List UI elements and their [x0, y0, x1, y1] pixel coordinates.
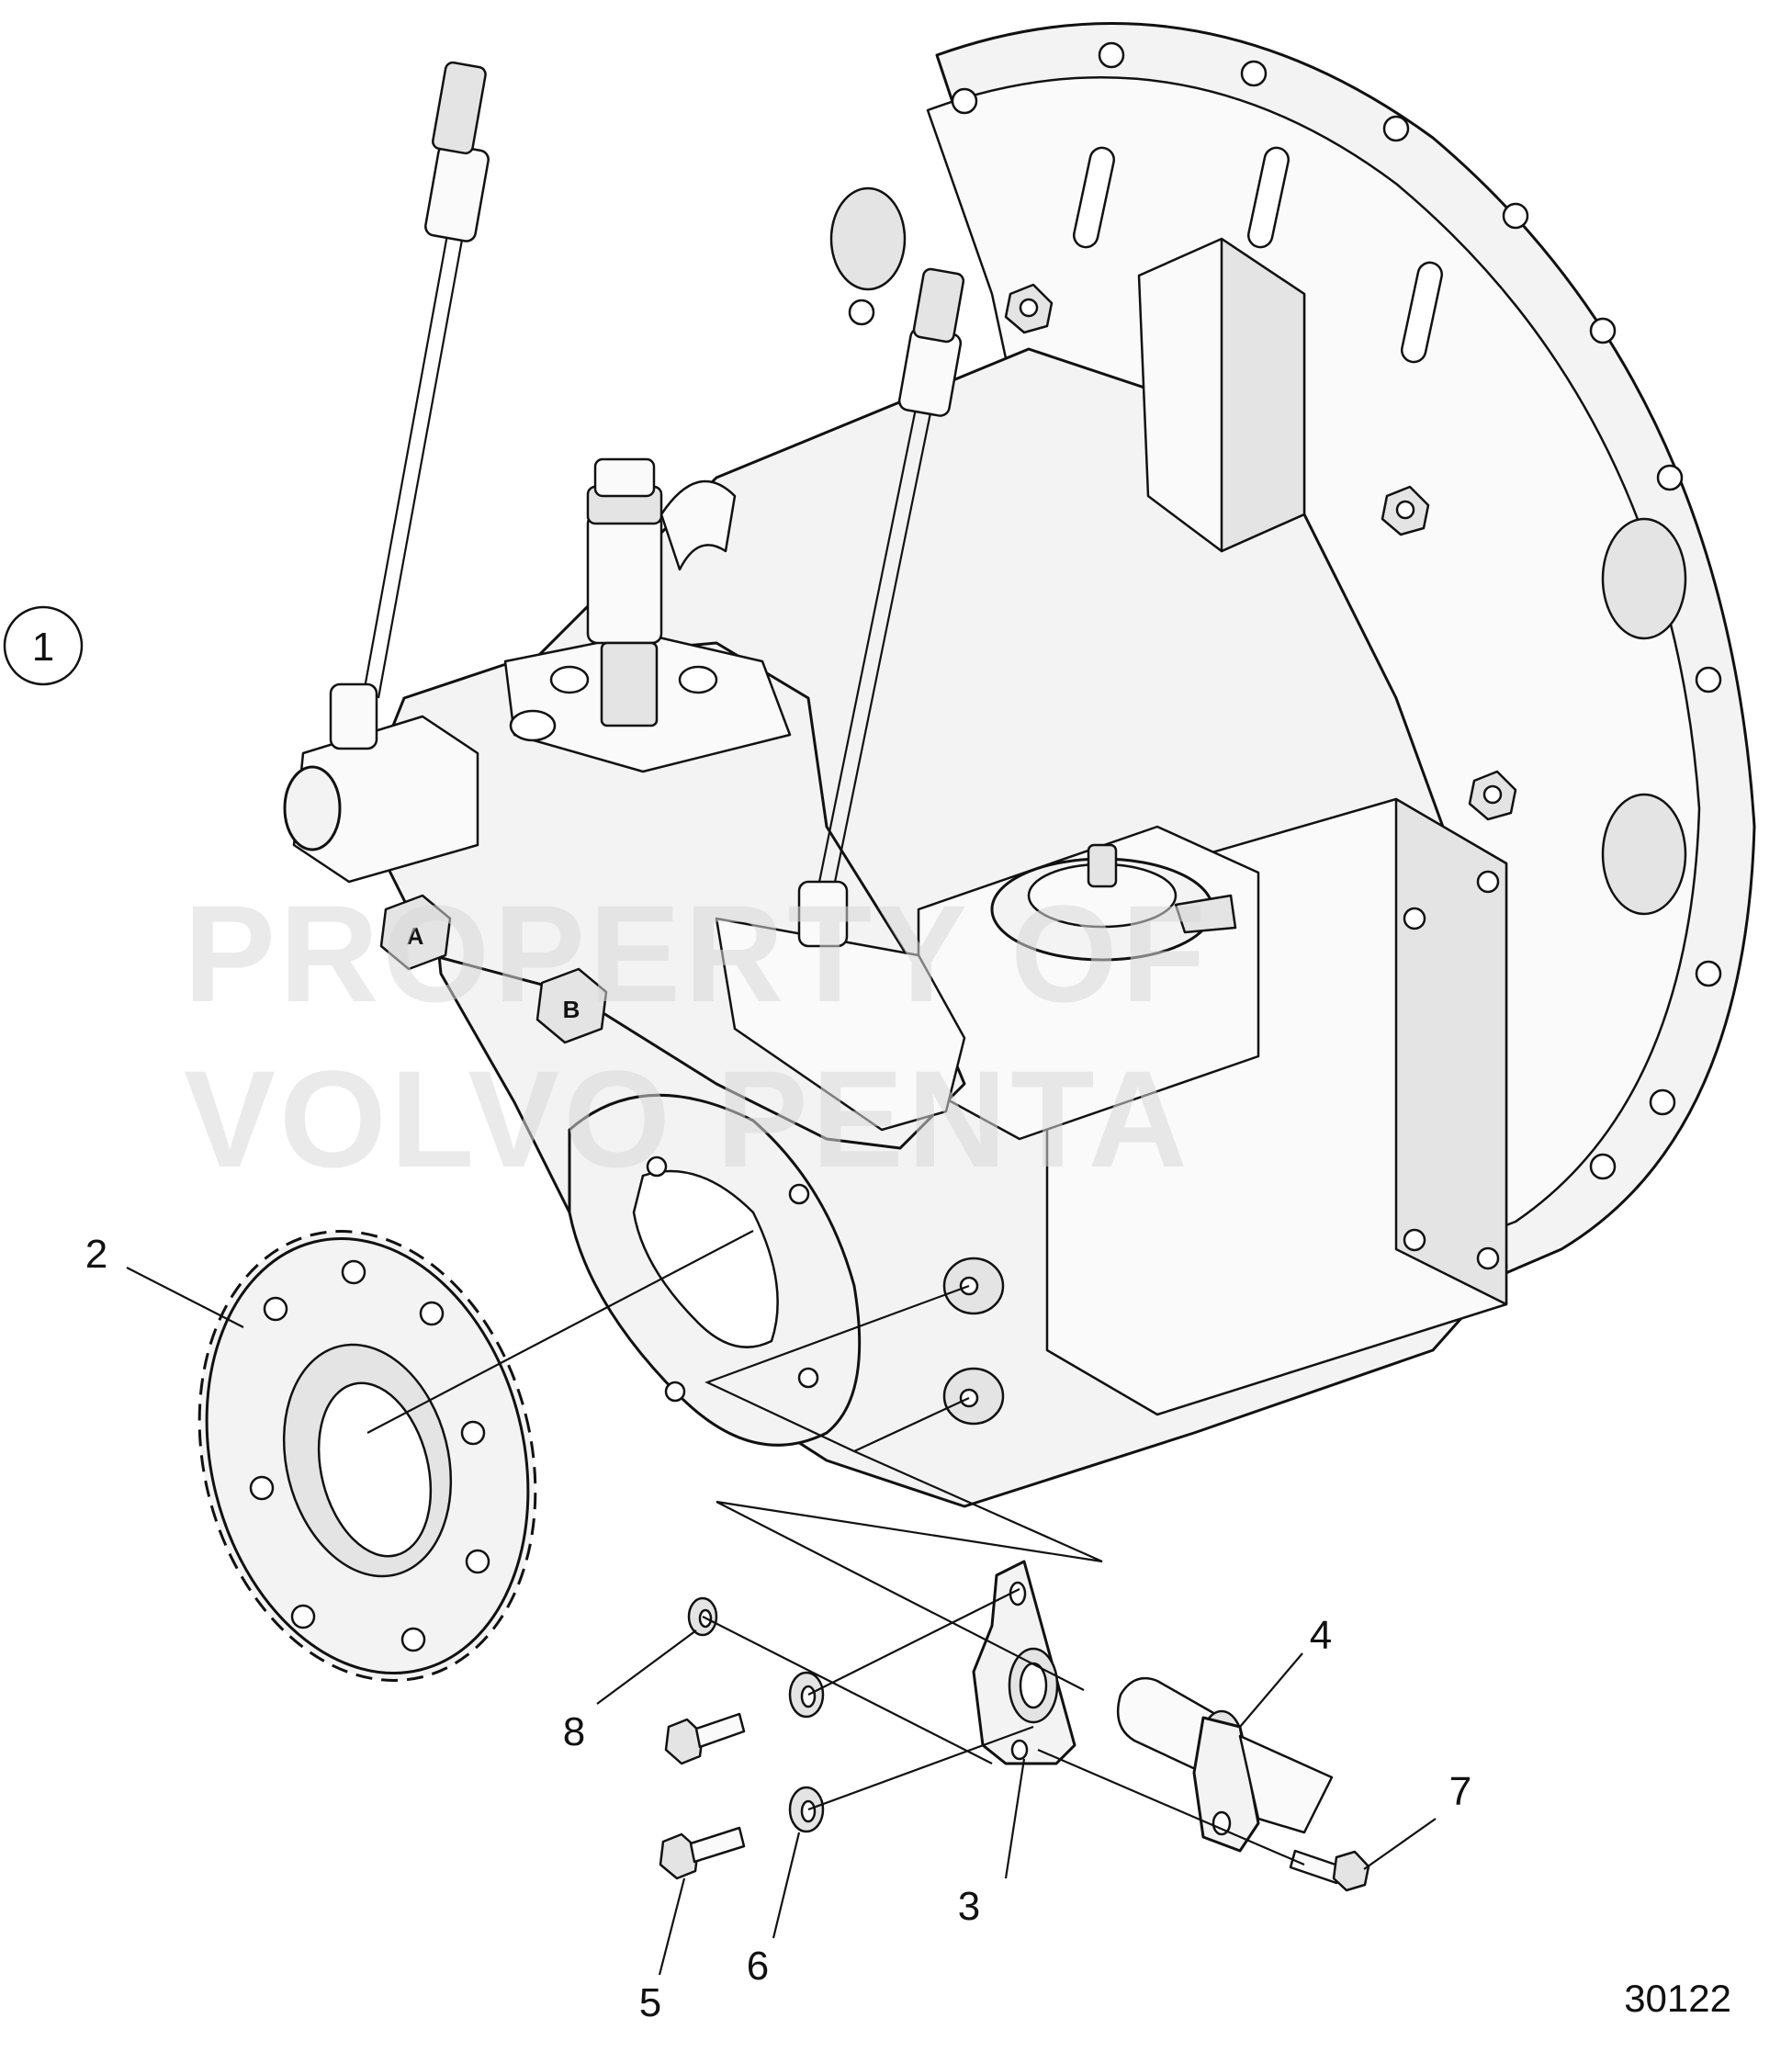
watermark-line-1: PROPERTY OF	[184, 876, 1209, 1031]
callout-8: 8	[563, 1709, 585, 1754]
document-number: 30122	[1624, 1977, 1731, 2020]
sensor-cables	[329, 61, 965, 948]
callout-2: 2	[85, 1232, 107, 1277]
callout-4: 4	[1310, 1613, 1332, 1658]
assembly-leader-lines	[366, 1230, 1305, 1866]
watermark-line-2: VOLVO PENTA	[184, 1042, 1191, 1196]
callout-5: 5	[639, 1980, 661, 2025]
assembly-callout-circle	[3, 605, 84, 686]
callout-leaders	[126, 1267, 1437, 1976]
callout-3: 3	[958, 1884, 980, 1929]
tooth-ring-part-2	[197, 1230, 537, 1682]
fastener-parts	[659, 1596, 1370, 1892]
callout-6: 6	[747, 1944, 769, 1989]
control-valve-block: A B	[283, 457, 966, 1150]
gearbox-body	[430, 237, 1517, 1508]
valve-label-b: B	[563, 996, 580, 1023]
assembly-callout-label: 1	[32, 625, 54, 670]
valve-label-a: A	[407, 922, 424, 950]
callout-7: 7	[1449, 1769, 1471, 1814]
speed-sensor-part-4	[1116, 1676, 1334, 1853]
bracket-part-3	[972, 1560, 1076, 1765]
